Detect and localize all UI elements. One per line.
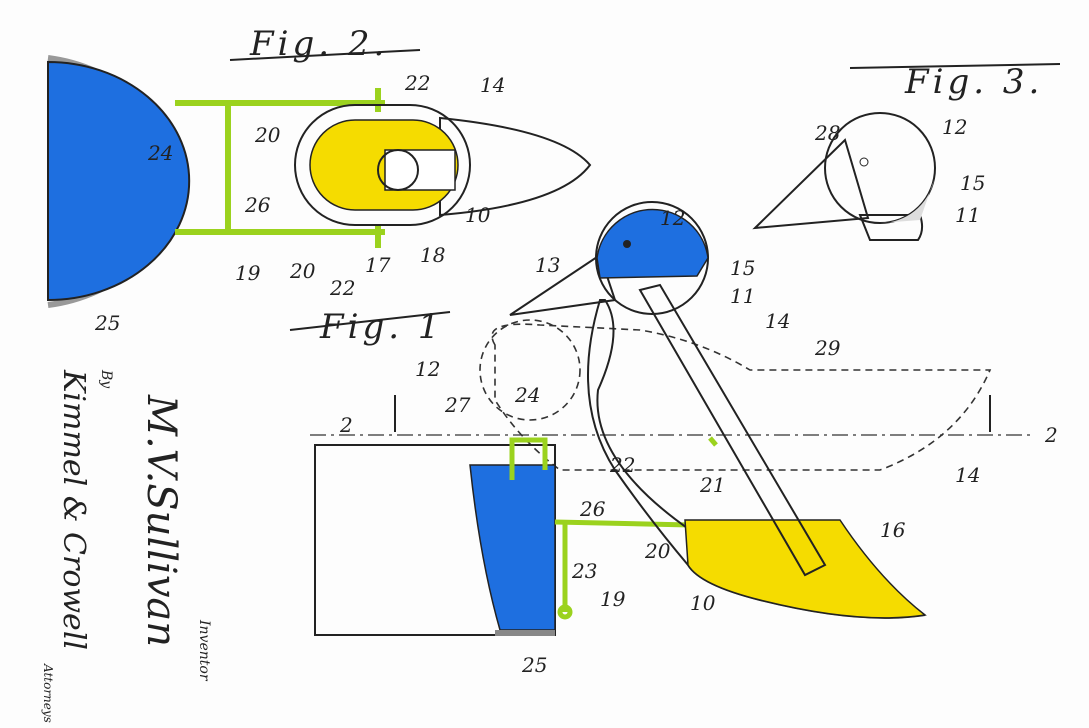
reference-label: 22 bbox=[329, 276, 355, 300]
reference-label: 20 bbox=[254, 123, 281, 147]
reference-label: 11 bbox=[955, 203, 980, 227]
reference-label: 23 bbox=[571, 559, 597, 583]
reference-label: 14 bbox=[480, 73, 505, 97]
duck-body-section bbox=[294, 104, 471, 226]
figure-2-labels: 22 14 24 20 26 19 20 22 17 18 10 25 bbox=[94, 71, 505, 335]
reference-label: 19 bbox=[235, 261, 261, 285]
reference-label: 12 bbox=[942, 115, 967, 139]
figure-3: Fig. 3. 28 12 15 11 bbox=[752, 62, 1061, 241]
duck-tube bbox=[638, 283, 827, 577]
reference-label: 20 bbox=[644, 539, 671, 563]
reference-label: 22 bbox=[404, 71, 430, 95]
reference-label: 13 bbox=[535, 253, 560, 277]
reference-label: 14 bbox=[765, 309, 790, 333]
reference-label: 24 bbox=[514, 383, 540, 407]
figure-2: Fig. 2. 22 14 24 20 26 19 20 22 17 18 10… bbox=[47, 24, 592, 335]
reference-label: 19 bbox=[600, 587, 626, 611]
reference-label: 15 bbox=[730, 256, 755, 280]
reference-label: 28 bbox=[814, 121, 840, 145]
reference-label: 11 bbox=[730, 284, 755, 308]
water-bowl bbox=[47, 60, 191, 302]
reference-label: 10 bbox=[465, 203, 491, 227]
reference-label: 26 bbox=[244, 193, 271, 217]
figure-1: Fig. 1 12 13 15 11 14 29 12 2 27 24 2 22… bbox=[289, 201, 1058, 677]
tube-section bbox=[384, 149, 456, 191]
alternate-position-outline bbox=[491, 323, 992, 471]
reference-label: 10 bbox=[690, 591, 716, 615]
reference-label: 16 bbox=[880, 518, 906, 542]
figure-1-labels: 12 13 15 11 14 29 12 2 27 24 2 22 21 14 … bbox=[339, 206, 1058, 677]
reference-label: 26 bbox=[579, 497, 606, 521]
reference-label: 20 bbox=[289, 259, 316, 283]
duck-fluid bbox=[684, 519, 927, 619]
head-beak bbox=[752, 138, 870, 230]
reference-label: 24 bbox=[147, 141, 173, 165]
attorney-caption: Attorneys bbox=[41, 663, 55, 723]
rod-assembly bbox=[509, 436, 718, 620]
inventor-name: M.V.Sullivan bbox=[138, 394, 184, 647]
pivot-hole bbox=[377, 149, 419, 191]
reference-label: 15 bbox=[960, 171, 985, 195]
tank-water bbox=[469, 464, 556, 631]
duck-beak-cone bbox=[439, 116, 592, 217]
connecting-rods bbox=[175, 88, 385, 248]
reference-label: 25 bbox=[94, 311, 120, 335]
reference-label: 29 bbox=[814, 336, 841, 360]
figure-2-title: Fig. 2. bbox=[249, 24, 388, 64]
reference-label: 2 bbox=[1044, 423, 1058, 447]
duck-head bbox=[824, 112, 936, 224]
reference-label: 12 bbox=[660, 206, 685, 230]
by-text: By bbox=[98, 369, 114, 389]
reference-label: 2 bbox=[339, 413, 353, 437]
figure-1-title: Fig. 1 bbox=[319, 307, 443, 347]
signature-block: M.V.Sullivan Inventor By Kimmel & Crowel… bbox=[41, 369, 212, 723]
reference-label: 14 bbox=[955, 463, 980, 487]
reference-label: 12 bbox=[415, 357, 440, 381]
reference-label: 22 bbox=[609, 453, 635, 477]
reference-label: 18 bbox=[420, 243, 445, 267]
inventor-caption: Inventor bbox=[196, 619, 212, 682]
reference-label: 21 bbox=[699, 473, 725, 497]
figure-3-title: Fig. 3. bbox=[904, 62, 1043, 102]
reference-label: 17 bbox=[365, 253, 391, 277]
figure-3-labels: 28 12 15 11 bbox=[814, 115, 985, 227]
reference-label: 27 bbox=[444, 393, 471, 417]
reference-label: 25 bbox=[521, 653, 547, 677]
attorney-signature: Kimmel & Crowell bbox=[56, 369, 91, 650]
